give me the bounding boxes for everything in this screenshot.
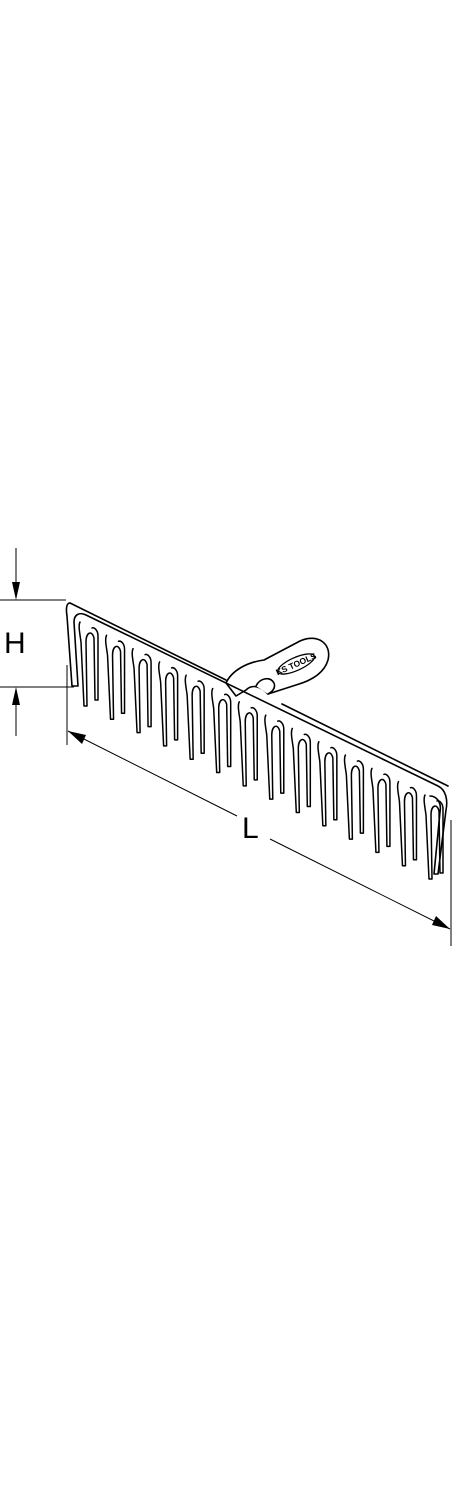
rake-tine [184, 674, 205, 760]
length-arrowhead-right [432, 916, 450, 929]
rake-tines [78, 621, 444, 880]
length-dimension-line-left [67, 730, 238, 817]
height-arrowhead-bottom [12, 687, 20, 705]
length-arrowhead-left [68, 731, 86, 744]
rake-tine [423, 794, 444, 880]
rake-tine [237, 701, 258, 787]
rake-tine [78, 621, 99, 707]
length-label: L [242, 812, 259, 845]
rake-tine [317, 741, 338, 827]
rake-bar-top-edge [65, 602, 448, 875]
length-dimension [66, 665, 452, 946]
handle-socket [225, 637, 330, 697]
rake-tine [343, 754, 365, 840]
rake-tine [211, 687, 232, 774]
length-dimension-line-right [269, 838, 451, 930]
height-arrowhead-top [12, 582, 20, 600]
rake-tine [264, 714, 285, 800]
logo-oval [276, 653, 316, 675]
rake-tine [370, 767, 391, 854]
rake-tine [131, 647, 152, 734]
rake-tine [104, 634, 126, 721]
socket-hole [255, 677, 276, 695]
rake-bar-back-edge [69, 602, 449, 787]
rake-tine [290, 727, 312, 814]
rake-tine [158, 661, 179, 747]
rake-head [65, 602, 449, 875]
rake-tine [396, 780, 418, 867]
height-label: H [4, 627, 26, 660]
